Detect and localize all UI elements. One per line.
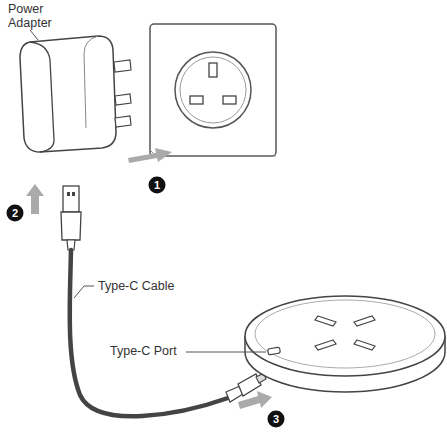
type-c-port	[268, 347, 281, 355]
callout-number: 1	[149, 177, 165, 193]
part-label: Power Adapter	[8, 2, 68, 31]
pad-top	[245, 296, 445, 376]
leader-line	[30, 30, 38, 40]
socket-rim	[180, 57, 246, 123]
step-arrow	[26, 184, 44, 214]
socket-face	[175, 52, 251, 128]
step-arrow	[128, 148, 172, 163]
callout-circle	[268, 411, 285, 428]
leader-line	[74, 286, 94, 298]
usb-housing	[61, 212, 81, 240]
adapter-face-edge	[84, 36, 98, 128]
plug-pin	[115, 116, 131, 127]
type-c-cable	[70, 250, 228, 416]
earth-slot	[209, 63, 217, 77]
step-arrow	[238, 391, 272, 409]
part-label: Type-C Cable	[98, 279, 174, 293]
part-label: Type-C Port	[110, 344, 177, 358]
callout-circle	[149, 177, 166, 194]
adapter-side	[30, 42, 54, 152]
plug-pin	[114, 60, 131, 72]
plug-pin	[115, 94, 131, 105]
wall-plate	[150, 24, 276, 156]
live-slot	[190, 96, 203, 104]
usb-plug	[63, 186, 79, 212]
leader-line	[186, 352, 266, 353]
adapter-body	[20, 36, 116, 152]
callout-number: 3	[268, 411, 284, 427]
callout-number: 2	[7, 205, 23, 221]
charge-symbol	[315, 316, 375, 350]
pad-rim	[255, 300, 435, 368]
neutral-slot	[223, 96, 236, 104]
callout-circle	[7, 205, 24, 222]
